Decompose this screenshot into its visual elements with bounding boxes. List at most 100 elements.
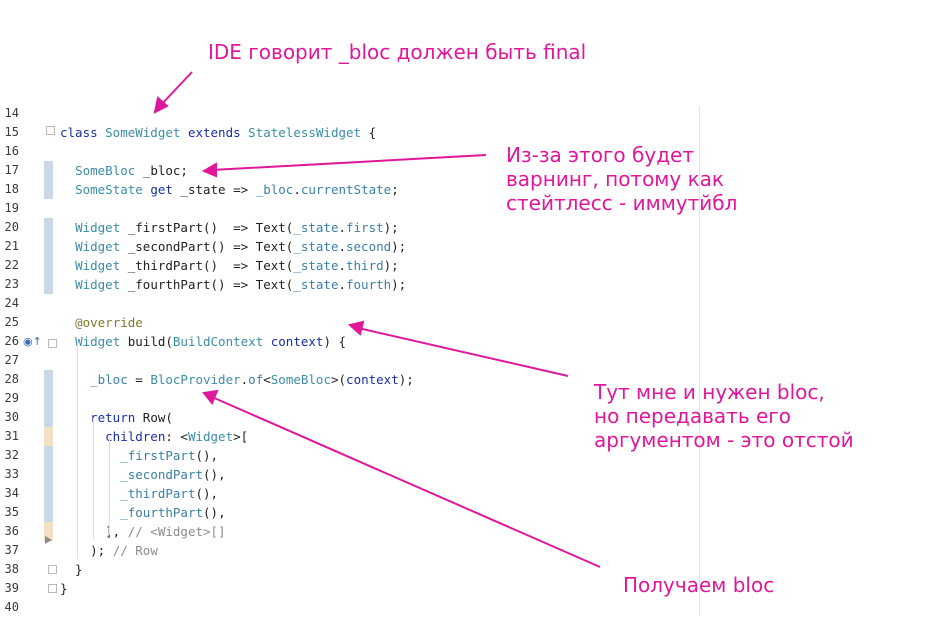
warning-gutter-marker[interactable] xyxy=(44,522,53,541)
code-text[interactable]: return Row( xyxy=(60,408,173,427)
code-line[interactable]: 20 Widget _firstPart() => Text(_state.fi… xyxy=(0,218,700,237)
code-text[interactable]: Widget build(BuildContext context) { xyxy=(60,332,346,351)
code-line[interactable]: 36 ], // <Widget>[] xyxy=(0,522,700,541)
warning-gutter-marker[interactable] xyxy=(44,427,53,446)
line-number[interactable]: 23 xyxy=(4,277,19,291)
code-text[interactable]: } xyxy=(60,560,83,579)
changed-gutter-marker[interactable] xyxy=(44,446,53,465)
changed-gutter-marker[interactable] xyxy=(44,161,53,180)
arrowhead xyxy=(202,389,219,405)
changed-gutter-marker[interactable] xyxy=(44,237,53,256)
line-number[interactable]: 28 xyxy=(4,372,19,386)
line-number[interactable]: 24 xyxy=(4,296,19,310)
line-number[interactable]: 29 xyxy=(4,391,19,405)
code-line[interactable]: 37 ); // Row xyxy=(0,541,700,560)
line-number[interactable]: 18 xyxy=(4,182,19,196)
code-text[interactable]: _fourthPart(), xyxy=(60,503,225,522)
line-number[interactable]: 30 xyxy=(4,410,19,424)
line-number[interactable]: 36 xyxy=(4,524,19,538)
changed-gutter-marker[interactable] xyxy=(44,408,53,427)
code-line[interactable]: 32 _firstPart(), xyxy=(0,446,700,465)
changed-gutter-marker[interactable] xyxy=(44,484,53,503)
line-number[interactable]: 15 xyxy=(4,125,19,139)
code-line[interactable]: 25 @override xyxy=(0,313,700,332)
code-text[interactable]: ], // <Widget>[] xyxy=(60,522,225,541)
code-line[interactable]: 24 xyxy=(0,294,700,313)
line-number[interactable]: 14 xyxy=(4,106,19,120)
code-text[interactable]: @override xyxy=(60,313,143,332)
code-line[interactable]: 19 xyxy=(0,199,700,218)
code-line[interactable]: 30 return Row( xyxy=(0,408,700,427)
line-number[interactable]: 17 xyxy=(4,163,19,177)
code-line[interactable]: 28 _bloc = BlocProvider.of<SomeBloc>(con… xyxy=(0,370,700,389)
code-token: SomeBloc xyxy=(75,163,136,178)
code-text[interactable]: _firstPart(), xyxy=(60,446,218,465)
code-text[interactable]: SomeState get _state => _bloc.currentSta… xyxy=(60,180,399,199)
line-number[interactable]: 25 xyxy=(4,315,19,329)
code-line[interactable]: 16 xyxy=(0,142,700,161)
code-line[interactable]: 35 _fourthPart(), xyxy=(0,503,700,522)
line-number[interactable]: 19 xyxy=(4,201,19,215)
code-text[interactable]: _thirdPart(), xyxy=(60,484,218,503)
code-text[interactable]: class SomeWidget extends StatelessWidget… xyxy=(60,123,376,142)
line-number[interactable]: 35 xyxy=(4,505,19,519)
fold-icon[interactable] xyxy=(48,584,57,593)
line-number[interactable]: 40 xyxy=(4,600,19,614)
changed-gutter-marker[interactable] xyxy=(44,370,53,389)
changed-gutter-marker[interactable] xyxy=(44,503,53,522)
code-line[interactable]: 29 xyxy=(0,389,700,408)
code-text[interactable]: Widget _firstPart() => Text(_state.first… xyxy=(60,218,399,237)
fold-icon[interactable] xyxy=(46,126,55,135)
line-number[interactable]: 37 xyxy=(4,543,19,557)
changed-gutter-marker[interactable] xyxy=(44,256,53,275)
code-line[interactable]: 15 class SomeWidget extends StatelessWidg… xyxy=(0,123,700,142)
changed-gutter-marker[interactable] xyxy=(44,389,53,408)
line-number[interactable]: 21 xyxy=(4,239,19,253)
code-text[interactable]: Widget _thirdPart() => Text(_state.third… xyxy=(60,256,399,275)
line-number[interactable]: 16 xyxy=(4,144,19,158)
code-line[interactable]: 33 _secondPart(), xyxy=(0,465,700,484)
line-number[interactable]: 32 xyxy=(4,448,19,462)
line-number[interactable]: 39 xyxy=(4,581,19,595)
line-number[interactable]: 27 xyxy=(4,353,19,367)
code-text[interactable]: Widget _fourthPart() => Text(_state.four… xyxy=(60,275,406,294)
code-line[interactable]: 22 Widget _thirdPart() => Text(_state.th… xyxy=(0,256,700,275)
code-line[interactable]: 40 xyxy=(0,598,700,617)
code-text[interactable]: SomeBloc _bloc; xyxy=(60,161,188,180)
code-line[interactable]: 23 Widget _fourthPart() => Text(_state.f… xyxy=(0,275,700,294)
code-line[interactable]: 27 xyxy=(0,351,700,370)
code-line[interactable]: 18 SomeState get _state => _bloc.current… xyxy=(0,180,700,199)
code-line[interactable]: 26 Widget build(BuildContext context) { xyxy=(0,332,700,351)
breakpoint-gutter-icon[interactable] xyxy=(45,536,52,544)
code-line[interactable]: 39} xyxy=(0,579,700,598)
code-text[interactable]: _secondPart(), xyxy=(60,465,225,484)
changed-gutter-marker[interactable] xyxy=(44,218,53,237)
line-number[interactable]: 26 xyxy=(4,334,19,348)
fold-icon[interactable] xyxy=(48,339,57,348)
code-line[interactable]: 38 } xyxy=(0,560,700,579)
line-number[interactable]: 31 xyxy=(4,429,19,443)
override-marker-icon[interactable]: ◉↑ xyxy=(23,335,42,348)
code-line[interactable]: 14 xyxy=(0,104,700,123)
code-token: >[ xyxy=(233,429,249,444)
code-text[interactable]: ); // Row xyxy=(60,541,158,560)
line-number[interactable]: 34 xyxy=(4,486,19,500)
line-number[interactable]: 33 xyxy=(4,467,19,481)
code-line[interactable]: 34 _thirdPart(), xyxy=(0,484,700,503)
line-number[interactable]: 20 xyxy=(4,220,19,234)
code-text[interactable]: _bloc = BlocProvider.of<SomeBloc>(contex… xyxy=(60,370,414,389)
code-line[interactable]: 21 Widget _secondPart() => Text(_state.s… xyxy=(0,237,700,256)
code-token: . xyxy=(293,182,301,197)
code-text[interactable]: } xyxy=(60,579,68,598)
changed-gutter-marker[interactable] xyxy=(44,180,53,199)
line-number[interactable]: 38 xyxy=(4,562,19,576)
code-line[interactable]: 31 children: <Widget>[ xyxy=(0,427,700,446)
code-text[interactable]: Widget _secondPart() => Text(_state.seco… xyxy=(60,237,406,256)
changed-gutter-marker[interactable] xyxy=(44,465,53,484)
fold-icon[interactable] xyxy=(48,565,57,574)
changed-gutter-marker[interactable] xyxy=(44,275,53,294)
code-text[interactable]: children: <Widget>[ xyxy=(60,427,248,446)
code-line[interactable]: 17 SomeBloc _bloc; xyxy=(0,161,700,180)
line-number[interactable]: 22 xyxy=(4,258,19,272)
